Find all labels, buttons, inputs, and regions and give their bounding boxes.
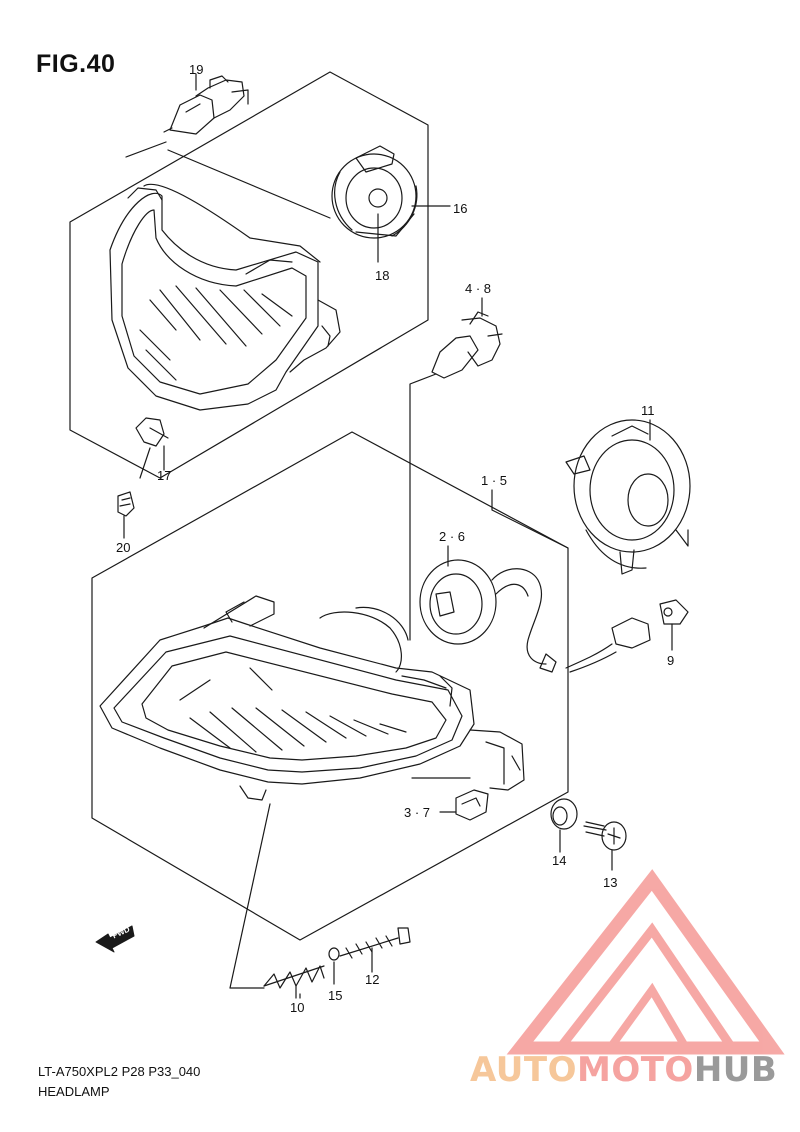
callout-1-5: 1 · 5 [481,473,508,488]
diagram-code: LT-A750XPL2 P28 P33_040 [38,1064,201,1079]
upper-group-frame [69,71,429,479]
bulb-19-drawing [125,75,331,219]
callout-3-7: 3 · 7 [404,805,431,820]
socket-ring-16-drawing [331,145,451,239]
callout-17: 17 [157,468,172,483]
lower-group-frame [91,431,569,941]
callout-19: 19 [189,62,204,77]
callout-15: 15 [328,988,343,1003]
callout-11: 11 [641,403,655,418]
watermark-text: AUTOMOTOHUB [470,1050,777,1090]
callout-16: 16 [453,201,468,216]
callout-12: 12 [365,972,380,987]
callout-18: 18 [375,268,390,283]
watermark-logo [506,869,785,1055]
headlamp-housing-drawing [109,183,341,411]
callout-14: 14 [552,853,567,868]
diagram-name: HEADLAMP [38,1084,110,1099]
leader-lines [123,73,673,651]
callout-9: 9 [667,653,675,668]
callout-10: 10 [290,1000,305,1015]
clip-17-screw-20-drawing [117,417,169,517]
fwd-arrow-drawing [95,925,135,953]
bracket-3-7-drawing [439,789,489,821]
watermark-moto: MOTO [576,1050,694,1090]
headlamp-assembly-drawing [99,595,525,801]
figure-title: FIG.40 [36,50,116,78]
bulb-4-8-drawing [409,311,503,641]
callout-13: 13 [603,875,618,890]
watermark-auto: AUTO [470,1050,577,1090]
callout-20: 20 [116,540,131,555]
grommet-14-drawing [550,798,578,853]
spring-washer-screw-drawing [229,803,411,999]
callout-4-8: 4 · 8 [465,281,492,296]
socket-wire-2-6-drawing [419,559,689,673]
callout-2-6: 2 · 6 [439,529,466,544]
watermark-hub: HUB [693,1050,778,1090]
adapter-ring-11-drawing [565,419,691,575]
screw-13-drawing [583,821,627,871]
